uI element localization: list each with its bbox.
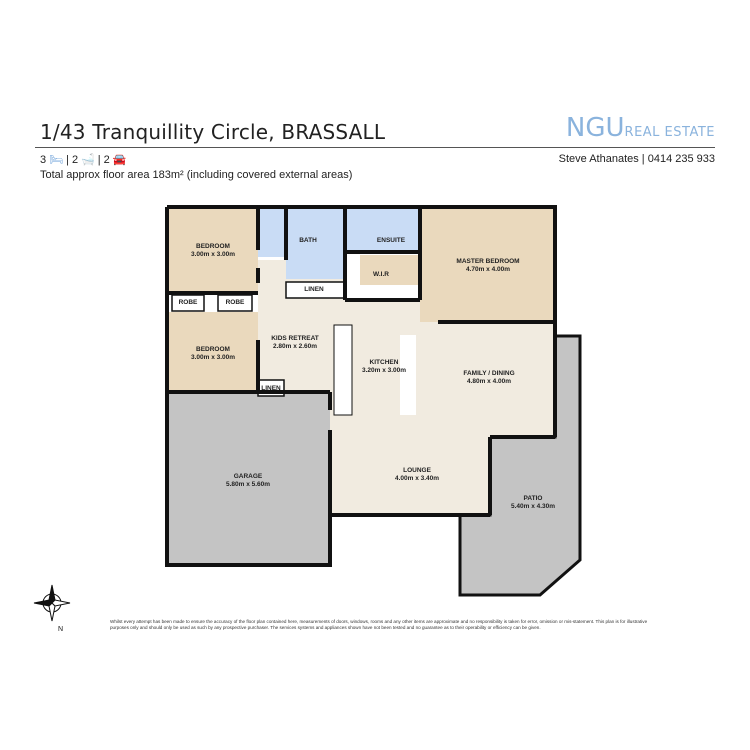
master-floor	[420, 207, 555, 322]
brand-logo: NGUREAL ESTATE	[565, 113, 715, 143]
bath-icon: 🛁	[81, 154, 95, 166]
bedroom-count: 3	[40, 153, 47, 166]
bath-floor	[286, 207, 345, 279]
bedroom-1-floor	[167, 207, 258, 293]
ensuite-floor	[345, 207, 420, 252]
bed-icon: 🛏	[49, 154, 64, 166]
property-stats: 3 🛏| 2 🛁| 2 🚘	[40, 153, 127, 167]
label-linen-2: LINEN	[261, 385, 281, 392]
toilet-floor	[258, 207, 286, 257]
label-robe-1: ROBE	[178, 299, 198, 306]
svg-text:N: N	[58, 626, 63, 633]
label-linen-1: LINEN	[304, 286, 324, 293]
bedroom-2-floor	[167, 312, 258, 392]
divider	[35, 147, 715, 148]
garage-floor	[167, 392, 330, 565]
kitchen-bench	[333, 324, 353, 416]
label-robe-2: ROBE	[225, 299, 245, 306]
disclaimer: Whilst every attempt has been made to en…	[110, 619, 648, 630]
compass-icon: N	[33, 584, 71, 633]
parking-count: 2	[103, 153, 110, 166]
car-icon: 🚘	[112, 154, 127, 166]
label-ensuite: ENSUITE	[376, 237, 406, 244]
walls	[165, 205, 557, 567]
floor-area: Total approx floor area 183m² (including…	[40, 169, 353, 181]
agent-contact: Steve Athanates | 0414 235 933	[558, 153, 715, 165]
page-title: 1/43 Tranquillity Circle, BRASSALL	[40, 120, 386, 144]
island-bench	[400, 335, 416, 415]
label-wir: W.I.R	[373, 271, 389, 278]
label-bath: BATH	[299, 237, 317, 244]
bathroom-count: 2	[71, 153, 79, 166]
